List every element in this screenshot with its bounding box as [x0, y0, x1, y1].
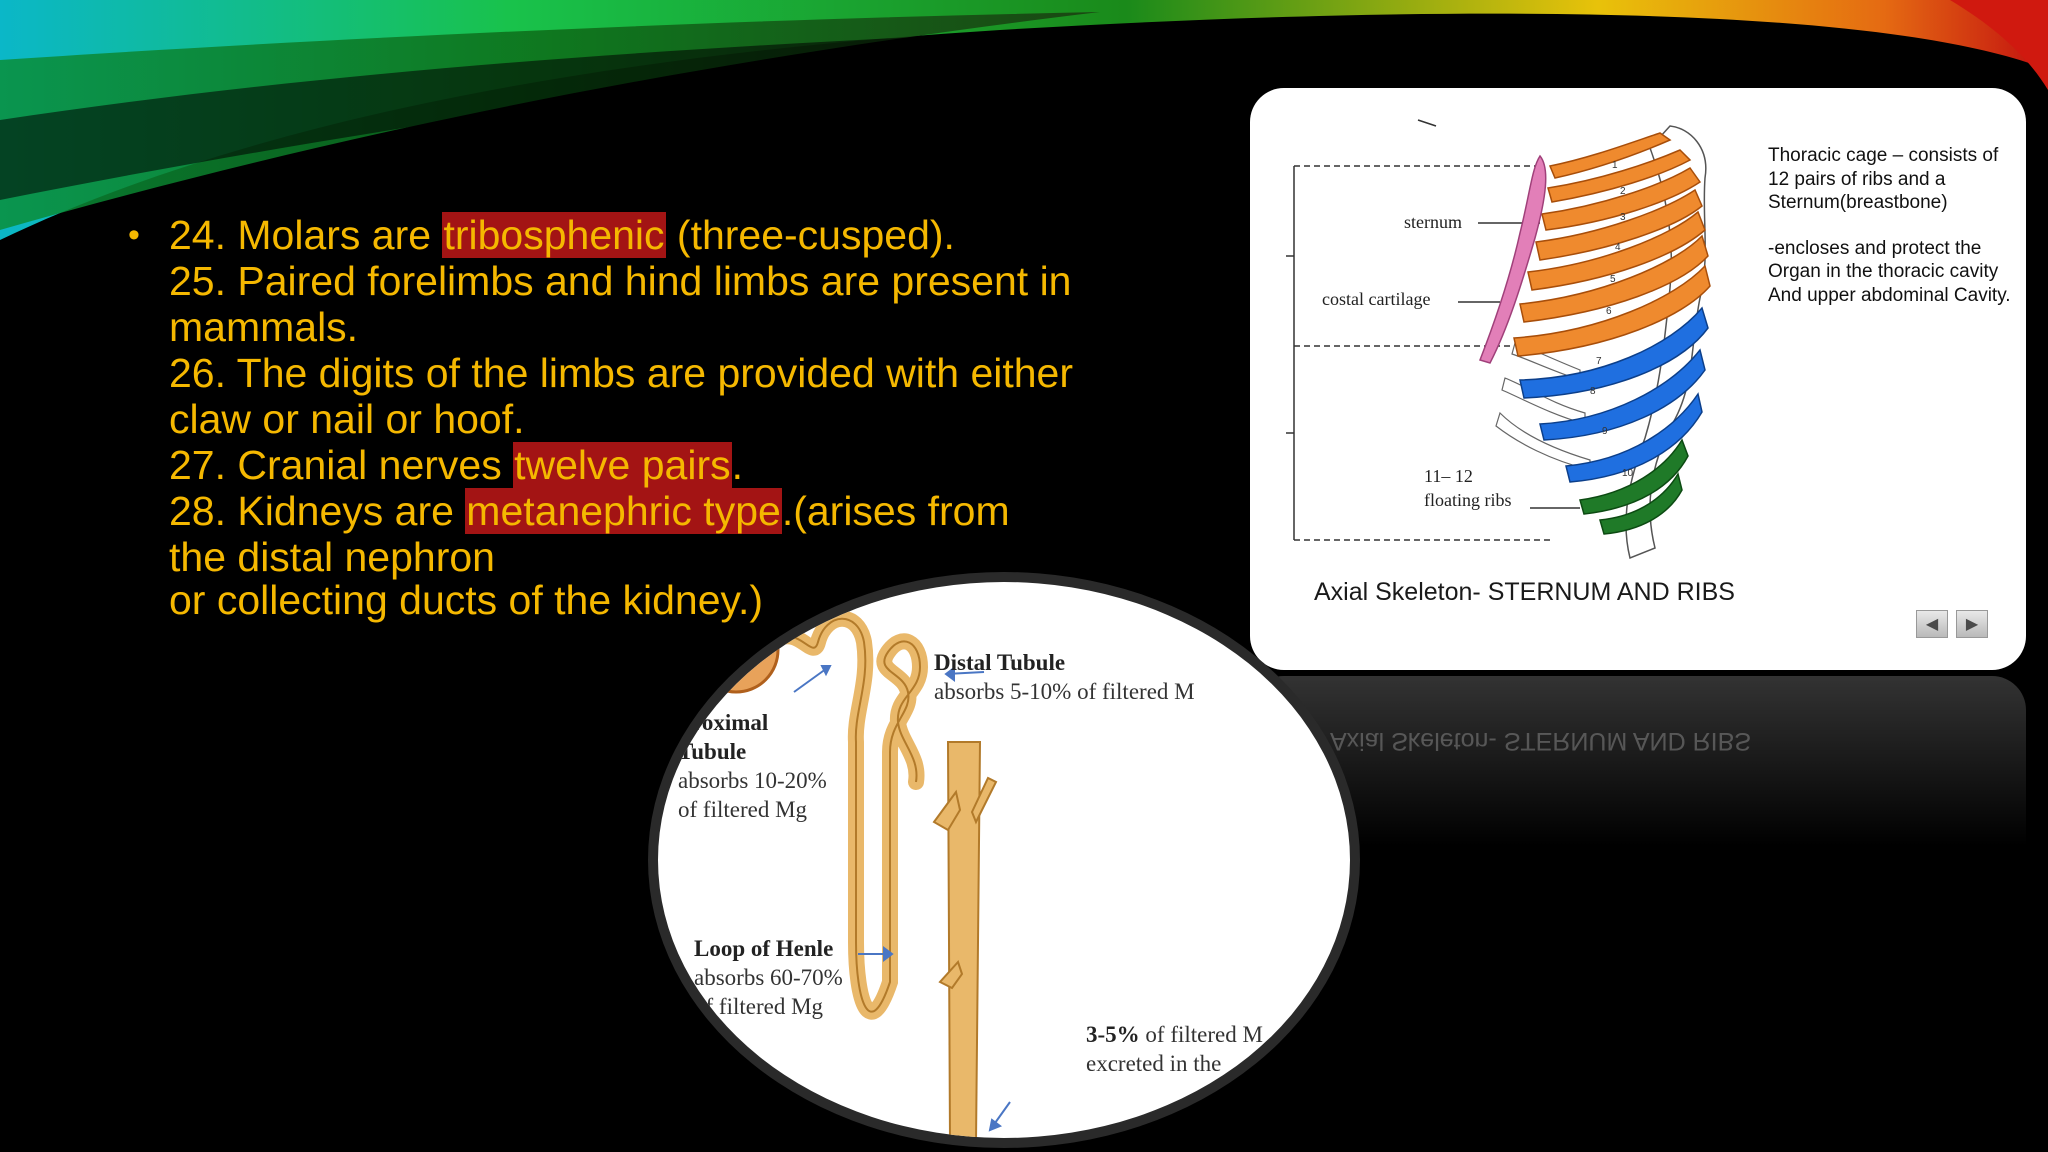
line-27: 27. Cranial nerves twelve pairs.	[169, 442, 744, 488]
triangle-right-icon: ▶	[1965, 616, 1979, 633]
rib-num-4: 4	[1615, 242, 1621, 253]
highlight-metanephric: metanephric type	[465, 488, 782, 534]
line-26: 26. The digits of the limbs are provided…	[169, 350, 1074, 396]
line-25-cont: mammals.	[169, 304, 359, 350]
label-costal-cartilage: costal cartilage	[1322, 289, 1431, 309]
next-slide-button[interactable]: ▶	[1956, 610, 1988, 638]
rib-num-8: 8	[1590, 386, 1596, 397]
nephron-diagram	[692, 606, 1011, 1138]
sternum-shape	[1479, 154, 1547, 364]
rib-num-2: 2	[1620, 186, 1626, 197]
rib-num-9: 9	[1602, 426, 1608, 437]
bullet-lines: 24. Molars are tribosphenic (three-cuspe…	[169, 212, 1128, 623]
rib-num-3: 3	[1620, 212, 1626, 223]
label-floating-ribs: floating ribs	[1424, 490, 1512, 510]
rib-cage-card: 1 2 3 4 5 6 7 8 9 10 sternum costal cart…	[1250, 88, 2026, 670]
line-26-cont: claw or nail or hoof.	[169, 396, 525, 442]
line-24: 24. Molars are tribosphenic (three-cuspe…	[169, 212, 955, 258]
card-caption: Axial Skeleton- STERNUM AND RIBS	[1314, 578, 1735, 606]
rib-cage-diagram: 1 2 3 4 5 6 7 8 9 10	[1286, 119, 1711, 560]
card-reflection: Axial Skeleton- STERNUM AND RIBS	[1250, 676, 2026, 846]
rib-num-6: 6	[1606, 306, 1612, 317]
highlight-twelve-pairs: twelve pairs	[513, 442, 732, 488]
line-28-cont: the distal nephron	[169, 534, 495, 580]
rib-num-7: 7	[1596, 356, 1602, 367]
rib-num-10: 10	[1622, 468, 1634, 479]
desc-paragraph-1: Thoracic cage – consists of 12 pairs of …	[1768, 145, 1999, 213]
triangle-left-icon: ◀	[1925, 616, 1939, 633]
desc-paragraph-2: -encloses and protect the Organ in the t…	[1768, 237, 2011, 306]
rib-num-1: 1	[1612, 160, 1618, 171]
highlight-tribosphenic: tribosphenic	[442, 212, 666, 258]
bullet-text-block: • 24. Molars are tribosphenic (three-cus…	[128, 212, 1128, 623]
line-28-cont-2: or collecting ducts of the kidney.)	[169, 577, 764, 623]
line-25: 25. Paired forelimbs and hind limbs are …	[169, 258, 1072, 304]
label-sternum: sternum	[1404, 212, 1462, 232]
prev-slide-button[interactable]: ◀	[1916, 610, 1948, 638]
header-swoosh-decoration	[0, 0, 2048, 240]
label-floating-ribs-num: 11– 12	[1424, 466, 1473, 486]
reflected-caption: Axial Skeleton- STERNUM AND RIBS	[1330, 727, 1751, 755]
line-28: 28. Kidneys are metanephric type.(arises…	[169, 488, 1010, 534]
rib-num-5: 5	[1610, 274, 1616, 285]
rib-description: Thoracic cage – consists of 12 pairs of …	[1768, 144, 2018, 329]
bullet-marker: •	[128, 216, 140, 254]
